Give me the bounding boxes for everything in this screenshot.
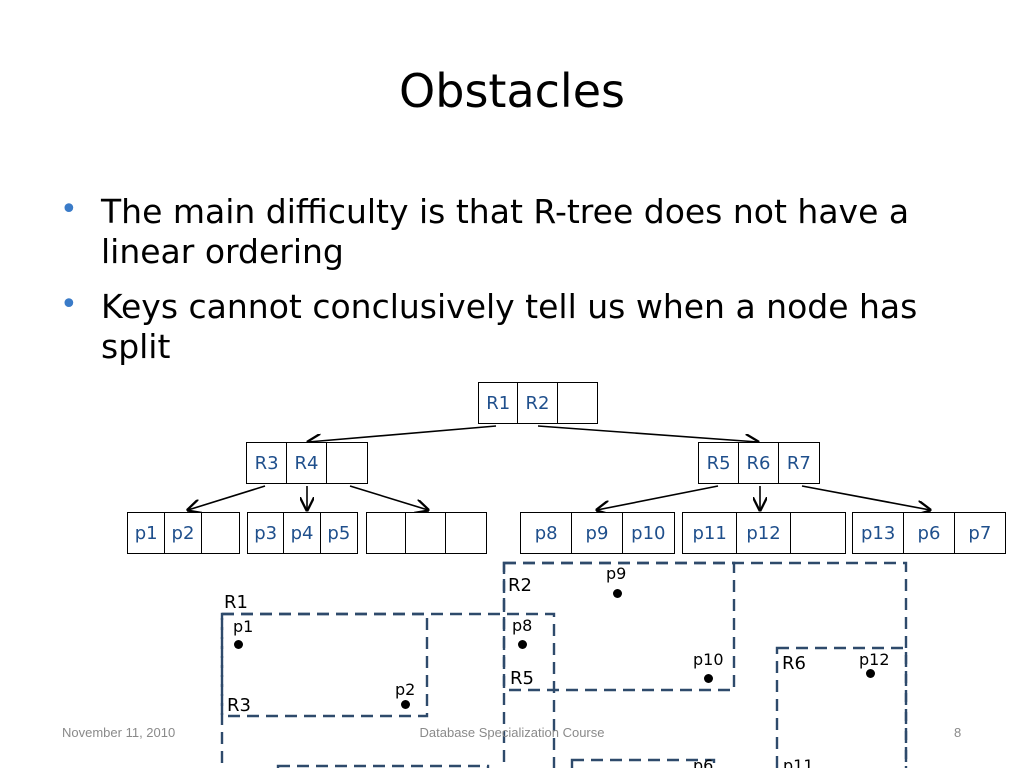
node-key: p11 bbox=[683, 513, 738, 553]
footer-course: Database Specialization Course bbox=[419, 725, 605, 740]
node-key: p12 bbox=[737, 513, 791, 553]
slide-title: Obstacles bbox=[399, 64, 625, 118]
node-key: R7 bbox=[786, 452, 811, 474]
node-key: p4 bbox=[284, 513, 321, 553]
node-key bbox=[446, 513, 486, 553]
node-key bbox=[367, 513, 407, 553]
tree-leaf-node: p8 p9 p10 bbox=[520, 512, 675, 554]
point-label-p2: p2 bbox=[395, 680, 416, 699]
node-key bbox=[791, 513, 845, 553]
tree-leaf-node: p13 p6 p7 bbox=[852, 512, 1006, 554]
point-label-p9: p9 bbox=[606, 564, 627, 583]
footer-page-number: 8 bbox=[954, 725, 962, 740]
point-p1 bbox=[234, 640, 243, 649]
node-key: p7 bbox=[968, 522, 992, 544]
bullet-dot-icon: • bbox=[60, 287, 78, 323]
point-p2 bbox=[401, 700, 410, 709]
region-label-r1: R1 bbox=[224, 592, 248, 613]
node-key: p3 bbox=[248, 513, 285, 553]
node-key: p5 bbox=[327, 522, 351, 544]
node-key: R2 bbox=[518, 383, 558, 423]
tree-edge bbox=[188, 485, 266, 510]
node-key: p2 bbox=[165, 513, 202, 553]
region-label-r5: R5 bbox=[510, 668, 534, 689]
tree-edge bbox=[537, 425, 758, 442]
point-label-p6: p6 bbox=[693, 756, 714, 768]
tree-node-r3-r4: R3 R4 bbox=[246, 442, 368, 484]
node-key bbox=[202, 513, 239, 553]
node-key: R6 bbox=[739, 443, 779, 483]
region-label-r3: R3 bbox=[227, 695, 251, 716]
node-key: R5 bbox=[699, 443, 740, 483]
region-label-r6: R6 bbox=[782, 653, 806, 674]
point-label-p10: p10 bbox=[693, 650, 724, 669]
node-key: p13 bbox=[853, 513, 905, 553]
bullet-list: • The main difficulty is that R-tree does… bbox=[60, 192, 960, 382]
point-p12 bbox=[866, 669, 875, 678]
node-key: p10 bbox=[631, 522, 666, 544]
node-key: R4 bbox=[287, 443, 327, 483]
tree-root-node: R1 R2 bbox=[478, 382, 598, 424]
node-key: p1 bbox=[128, 513, 166, 553]
tree-node-r5-r6-r7: R5 R6 R7 bbox=[698, 442, 820, 484]
footer-date: November 11, 2010 bbox=[62, 725, 176, 740]
bullet-dot-icon: • bbox=[60, 192, 78, 227]
node-key bbox=[327, 443, 367, 483]
region-label-r2: R2 bbox=[508, 575, 532, 596]
tree-edge bbox=[801, 485, 930, 510]
tree-leaf-node: p3 p4 p5 bbox=[247, 512, 358, 554]
point-label-p11: p11 bbox=[783, 756, 814, 768]
node-key: R1 bbox=[479, 383, 519, 423]
point-p9 bbox=[613, 589, 622, 598]
node-key: R3 bbox=[247, 443, 288, 483]
tree-leaf-node: p1 p2 bbox=[127, 512, 240, 554]
tree-edge bbox=[597, 485, 719, 510]
node-key bbox=[406, 513, 446, 553]
region-r1 bbox=[220, 612, 556, 768]
tree-leaf-node bbox=[366, 512, 487, 554]
bullet-text: Keys cannot conclusively tell us when a … bbox=[101, 287, 918, 366]
point-p10 bbox=[704, 674, 713, 683]
node-key bbox=[558, 383, 597, 423]
point-label-p1: p1 bbox=[233, 617, 254, 636]
tree-leaf-node: p11 p12 bbox=[682, 512, 846, 554]
node-key: p6 bbox=[904, 513, 955, 553]
node-key: p8 bbox=[521, 513, 573, 553]
bullet-item: • Keys cannot conclusively tell us when a… bbox=[60, 287, 960, 366]
point-p8 bbox=[518, 640, 527, 649]
point-label-p12: p12 bbox=[859, 650, 890, 669]
bullet-text: The main difficulty is that R-tree does … bbox=[101, 192, 910, 271]
tree-edge bbox=[308, 425, 497, 442]
point-label-p8: p8 bbox=[512, 616, 533, 635]
tree-edge bbox=[349, 485, 428, 510]
node-key: p9 bbox=[572, 513, 623, 553]
bullet-item: • The main difficulty is that R-tree does… bbox=[60, 192, 960, 271]
